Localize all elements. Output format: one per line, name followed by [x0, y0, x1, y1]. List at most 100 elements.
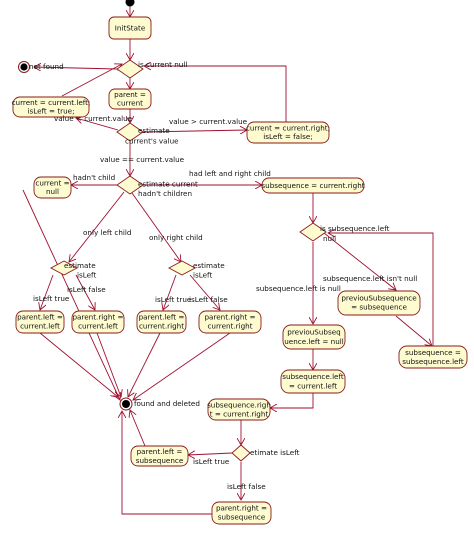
node-pl-subseq-line1: parent.left = — [137, 447, 183, 456]
label-subseq-left-not-null: subsequence.left isn't null — [323, 274, 417, 283]
node-prev-subseq-line1: previouSubsequence — [341, 294, 417, 303]
label-only-left: only left child — [83, 228, 131, 237]
terminals — [18, 0, 135, 411]
label-estimate-isleft-right-line2: isLeft — [193, 271, 212, 280]
node-pr-current-right-line2: current.right — [207, 322, 252, 331]
node-prev-left-null-line2: uence.left = null — [284, 337, 344, 346]
edge-d2-right — [142, 130, 247, 132]
node-pl-current-right-line1: parent.left = — [139, 313, 185, 322]
node-go-left-line1: current = current.left; — [12, 98, 91, 107]
node-subseq-right-current-line2: t = current.right — [210, 410, 269, 419]
label-estimate-children-line1: estimate current — [138, 180, 198, 189]
edge-null-end — [22, 189, 120, 400]
node-parent-current — [108, 88, 152, 110]
label-estimate-children-line2: hadn't children — [138, 189, 192, 198]
label-isleft-false-bottom: isLeft false — [227, 482, 266, 491]
node-pr-current-left-line1: parent.right = — [72, 313, 123, 322]
label-isleft-false-left: isLeft false — [67, 285, 106, 294]
node-subseq-right-text: subsequence = current.right — [261, 181, 364, 190]
label-isleft-true-bottom: isLeft true — [193, 457, 230, 466]
node-subseq-left — [398, 345, 468, 369]
edge-d1-notfound — [34, 67, 118, 69]
decision-estimate-isleft-right — [168, 260, 196, 276]
label-etimate-isleft: etimate isLeft — [250, 448, 300, 457]
edge-l-true — [40, 274, 54, 310]
label-is-subseq-left-null-line2: null — [323, 234, 336, 243]
node-prev-subseq — [337, 290, 421, 316]
edge-d4-prev — [323, 232, 396, 290]
node-prev-subseq-line2: = subsequence — [351, 303, 407, 312]
label-is-subseq-left-null-line1: is subsequence.left — [320, 224, 390, 233]
node-current-null-line1: current = — [35, 179, 69, 188]
node-subseq-right-current-line1: subsequence.righ — [207, 401, 271, 410]
edge-plsub-end — [130, 410, 146, 447]
edge-l-false — [75, 274, 95, 310]
node-current-null — [33, 176, 72, 199]
node-go-right-line2: isLeft = false; — [263, 132, 312, 141]
label-isleft-true-left: isLeft true — [33, 294, 70, 303]
node-pl-current-left-line1: parent.left = — [17, 313, 63, 322]
edge-r-false — [189, 274, 220, 310]
edge-d5-plsub — [188, 453, 233, 455]
label-not-found: not found — [29, 62, 64, 71]
label-value-eq: value == current.value — [100, 155, 185, 164]
node-subseq-left-line1: subsequence = — [405, 348, 461, 357]
label-isleft-false-right: isLeft false — [189, 295, 228, 304]
label-isleft-true-right: isLeft true — [155, 295, 192, 304]
node-pr-current-left — [71, 310, 125, 334]
label-estimate-value-line2: current's value — [125, 137, 179, 146]
node-init-state — [108, 16, 152, 40]
edges — [22, 6, 434, 515]
decision-estimate-value — [116, 122, 144, 142]
decision-is-current-null — [116, 59, 144, 79]
edge-slcl-srcr — [270, 393, 314, 408]
node-subseq-left-current-line1: subsequence.left — [282, 372, 344, 381]
node-subseq-right-current — [207, 398, 271, 421]
node-subseq-left-line2: subsequence.left — [402, 357, 464, 366]
node-subseq-right — [261, 177, 365, 194]
node-pl-current-left — [15, 310, 65, 334]
edge-prsub-end — [122, 411, 212, 515]
node-subseq-left-current-line2: = current.left — [289, 382, 337, 391]
node-pr-current-right — [198, 310, 262, 334]
edge-right-loop — [144, 66, 287, 122]
edge-sl-loop — [328, 233, 434, 346]
node-current-null-line2: null — [46, 187, 59, 196]
label-value-lt: value < current.value — [54, 114, 133, 123]
label-estimate-value-line1: estimate — [138, 126, 170, 135]
edge-left-loop — [61, 64, 122, 97]
label-found-deleted: found and deleted — [134, 399, 200, 408]
node-pr-current-right-line1: parent.right = — [204, 313, 255, 322]
node-go-right — [246, 121, 330, 144]
label-subseq-left-is-null: subsequence.left is null — [256, 284, 341, 293]
edge-r-true — [163, 274, 177, 310]
label-is-current-null: is current null — [138, 60, 187, 69]
node-go-right-line1: current = current.right; — [246, 124, 330, 133]
edge-plcr-end — [128, 332, 161, 397]
node-go-left-line2: isLeft = true; — [27, 107, 74, 116]
node-pl-current-right — [136, 310, 187, 334]
node-go-left — [12, 96, 90, 118]
label-had-both: had left and right child — [189, 169, 271, 178]
edge-prev-sl — [395, 315, 432, 346]
label-estimate-isleft-right-line1: estimate — [193, 261, 225, 270]
node-pl-current-right-line2: current.right — [139, 322, 184, 331]
edge-prcl-end — [96, 332, 121, 397]
found-end-dot — [122, 400, 130, 408]
edge-d2-left — [76, 118, 119, 131]
label-estimate-isleft-left-line2: isLeft — [77, 271, 96, 280]
start-node — [125, 0, 135, 7]
decision-estimate-children — [116, 175, 144, 195]
node-pr-subseq-line2: subsequence — [218, 513, 266, 522]
actions: InitState parent = current current = cur… — [12, 16, 468, 525]
edge-d3-onlyleft — [69, 191, 125, 262]
not-found-end-dot — [20, 63, 28, 71]
edge-prcr-end — [133, 332, 231, 400]
node-pr-current-left-line2: current.left — [78, 322, 118, 331]
node-pl-current-left-line2: current.left — [20, 322, 60, 331]
node-pl-subseq-line2: subsequence — [136, 456, 184, 465]
label-hadnt-child: hadn't child — [73, 173, 115, 182]
decisions — [50, 59, 327, 462]
node-parent-current-line2: current — [117, 99, 143, 108]
